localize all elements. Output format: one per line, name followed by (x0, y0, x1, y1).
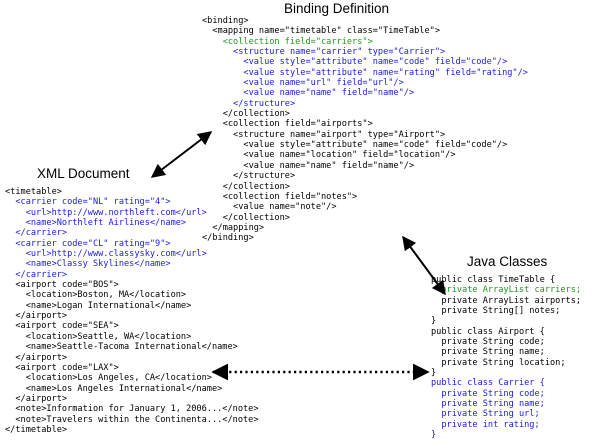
code-line: <url>http://www.classysky.com</url> (5, 249, 207, 260)
code-line: <timetable> (5, 187, 62, 197)
code-line: <url>http://www.northleft.com</url> (5, 207, 207, 218)
code-line: private String location; (431, 357, 566, 368)
code-line: <mapping name="timetable" class="TimeTab… (202, 26, 440, 37)
code-line: </airport> (5, 352, 68, 363)
code-line: <value name="url" field="url"/> (202, 78, 404, 89)
code-line: <value style="attribute" name="rating" f… (202, 67, 528, 78)
code-line: <value style="attribute" name="code" fie… (202, 140, 508, 151)
code-line: private ArrayList airports; (431, 295, 582, 306)
code-line: </collection> (202, 109, 290, 120)
code-line: </structure> (202, 98, 296, 109)
code-line: <binding> (202, 16, 249, 26)
binding-definition-heading: Binding Definition (284, 1, 390, 16)
code-line: <name>Classy Skylines</name> (5, 259, 171, 270)
code-line: private String url; (431, 409, 540, 420)
code-line: <carrier code="NL" rating="4"> (5, 197, 171, 208)
code-line: private String name; (431, 399, 545, 410)
code-line: <carrier code="CL" rating="9"> (5, 238, 171, 249)
code-line: </carrier> (5, 269, 68, 280)
code-line: private String code; (431, 337, 545, 348)
code-line: private String code; (431, 388, 545, 399)
code-line: <structure name="airport" type="Airport"… (202, 129, 446, 140)
code-line: <airport code="LAX"> (5, 362, 119, 373)
code-line: <note>Information for January 1, 2006...… (5, 404, 259, 415)
code-line: private int rating; (431, 419, 540, 430)
code-line: <value style="attribute" name="code" fie… (202, 57, 508, 68)
code-line: public class Carrier { (431, 378, 545, 389)
code-line: <name>Northleft Airlines</name> (5, 218, 187, 229)
code-line: <note>Travelers within the Continenta...… (5, 414, 259, 425)
code-line: </binding> (202, 233, 254, 244)
code-line: <name>Seattle-Tacoma International</name… (5, 342, 238, 353)
code-line: <location>Los Angeles, CA</location> (5, 373, 212, 384)
code-line: } (431, 430, 437, 441)
code-line: private String name; (431, 347, 545, 358)
code-line: </airport> (5, 311, 68, 322)
code-line: <value name="name" field="name"/> (202, 160, 415, 171)
code-line: private String[] notes; (431, 306, 561, 317)
code-line: <value name="note"/> (202, 202, 337, 213)
code-line: <airport code="SEA"> (5, 321, 119, 332)
code-line: private ArrayList carriers; (431, 285, 582, 296)
code-line: public class TimeTable { (431, 275, 556, 285)
code-line: <location>Seattle, WA</location> (5, 331, 192, 342)
code-line: } (431, 368, 437, 379)
code-line: </collection> (202, 212, 290, 223)
code-line: <name>Logan International</name> (5, 300, 192, 311)
code-line: <value name="name" field="name"/> (202, 88, 415, 99)
java-classes-heading: Java Classes (467, 254, 548, 269)
code-line: </mapping> (202, 222, 265, 233)
java-classes-code: public class TimeTable { private ArrayLi… (431, 275, 581, 441)
code-line: <airport code="BOS"> (5, 280, 119, 291)
code-line: </collection> (202, 181, 290, 192)
code-line: </timetable> (5, 424, 68, 435)
code-line: } (431, 316, 437, 327)
code-line: public class Airport { (431, 326, 545, 337)
code-line: </structure> (202, 171, 296, 182)
code-line: <name>Los Angeles International</name> (5, 383, 223, 394)
code-line: </carrier> (5, 228, 68, 239)
xml-document-code: <timetable> <carrier code="NL" rating="4… (5, 187, 259, 435)
code-line: <collection field="notes"> (202, 191, 358, 202)
code-line: <value name="location" field="location"/… (202, 150, 456, 161)
code-line: <structure name="carrier" type="Carrier"… (202, 47, 446, 58)
xml-document-heading: XML Document (37, 166, 130, 181)
code-line: </airport> (5, 393, 68, 404)
code-line: <location>Boston, MA</location> (5, 290, 187, 301)
code-line: <collection field="airports"> (202, 119, 373, 130)
binding-definition-code: <binding> <mapping name="timetable" clas… (202, 16, 528, 244)
code-line: <collection field="carriers"> (202, 36, 373, 47)
